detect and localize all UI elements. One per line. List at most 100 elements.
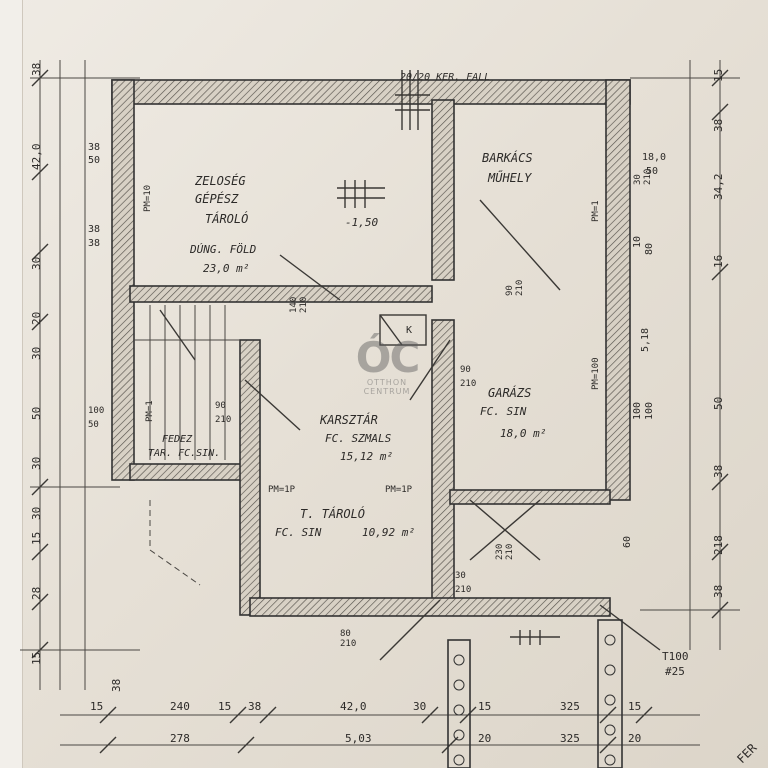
o8b: 50 (88, 420, 99, 430)
dim-ri-4: 5,18 (640, 328, 651, 352)
dim-b1-6: 30 (413, 700, 426, 713)
garage-south-wall (449, 489, 611, 505)
pm-1: PM=1P (268, 485, 296, 495)
dim-l-4: 30 (30, 347, 43, 360)
north-wall (111, 79, 631, 105)
dim-l-2: 30 (30, 257, 43, 270)
dim-r-0: 15 (712, 69, 725, 82)
watermark-mark: ÓC (355, 333, 421, 382)
door-swings (149, 199, 661, 661)
storage-area: 10,92 m² (362, 526, 415, 539)
level-mark: -1,50 (345, 216, 378, 229)
dim-ri-0: 18,0 (642, 152, 666, 163)
pillar-marks (337, 70, 560, 645)
workshop-name-1: BARKÁCS (482, 150, 533, 165)
dims-right: 15 38 34,2 16 50 38 218 38 18,0 50 10 80… (622, 69, 725, 598)
boiler-south-wall (129, 285, 433, 303)
dim-li-0: 38 (88, 142, 100, 153)
dim-l-0: 38 (30, 63, 43, 76)
dim-li-1: 50 (88, 155, 100, 166)
t100-label: T100 (662, 650, 689, 663)
east-wall (605, 79, 631, 501)
storage-floor: FC. SIN (275, 526, 322, 539)
dim-r-5: 38 (712, 465, 725, 478)
boiler-name-1: ZELOSÉG (194, 173, 246, 188)
garage-name: GARÁZS (488, 385, 531, 400)
dim-b1-3: 15 (218, 700, 231, 713)
dim-b2-0: 278 (170, 732, 190, 745)
fer-label: FER (734, 740, 760, 766)
door-k: K (406, 325, 412, 336)
dim-l-9: 28 (30, 587, 43, 600)
stair-south-wall (129, 463, 257, 481)
dim-r-1: 38 (712, 119, 725, 132)
boiler-floor: DÚNG. FÖLD (189, 243, 257, 256)
dim-b1-1: 38 (110, 679, 123, 692)
paper-edge (0, 0, 23, 768)
o9: 30 (633, 174, 643, 185)
mid-wall-upper (431, 99, 455, 281)
o6b: 210 (215, 415, 231, 425)
garage-area: 18,0 m² (500, 427, 546, 440)
stair (134, 305, 240, 460)
dim-b1-7: 15 (478, 700, 491, 713)
dim-ri-5: 100 (632, 402, 643, 420)
boiler-name-2: GÉPÉSZ (195, 191, 239, 206)
storage-name: T. TÁROLÓ (300, 506, 365, 521)
dim-l-6: 30 (30, 457, 43, 470)
corridor-area: 15,12 m² (340, 450, 393, 463)
watermark-line-2: CENTRUM (363, 387, 411, 396)
dim-l-3: 20 (30, 312, 43, 325)
dim-b1-8: 325 (560, 700, 580, 713)
south-wall (249, 597, 611, 617)
pm-workshop: PM=1 (591, 200, 601, 222)
pm-stair: PM=1 (145, 400, 155, 422)
o3: 90 (460, 365, 471, 375)
dims-bottom-1: 15 38 240 15 38 42,0 30 15 325 15 (90, 679, 641, 713)
o4: 230 (495, 544, 505, 560)
watermark-line-1: OTTHON (366, 378, 408, 387)
o7: 80 (340, 629, 351, 639)
dim-r-6: 218 (712, 535, 725, 555)
wall-label: 20/20 KER. FALL (400, 72, 490, 83)
storage-west-wall (239, 339, 261, 616)
dim-ri-7: 60 (622, 536, 633, 548)
pm-left: PM=10 (143, 185, 153, 212)
dim-ri-1: 50 (646, 166, 658, 177)
dim-l-5: 50 (30, 407, 43, 420)
plan-labels: 20/20 KER. FALL ZELOSÉG GÉPÉSZ TÁROLÓ DÚ… (143, 72, 760, 766)
o2: 90 (505, 285, 515, 296)
o8: 100 (88, 406, 104, 416)
corridor-name: KARSZTÁR (319, 412, 378, 427)
o9b: 210 (643, 169, 653, 185)
dim-li-3: 38 (88, 238, 100, 249)
dim-r-3: 16 (712, 255, 725, 268)
o3b: 210 (460, 379, 476, 389)
dim-b2-4: 20 (628, 732, 641, 745)
o1: 140 (289, 297, 299, 313)
boiler-name-3: TÁROLÓ (205, 211, 248, 226)
dim-b2-1: 5,03 (345, 732, 372, 745)
dim-li-2: 38 (88, 224, 100, 235)
dim-r-7: 38 (712, 585, 725, 598)
dim-b1-5: 42,0 (340, 700, 367, 713)
dim-r-4: 50 (712, 397, 725, 410)
workshop-name-2: MŰHELY (487, 170, 532, 185)
stair-storage-name-2: TAR. FC.SIN. (148, 448, 220, 459)
dim-l-1: 42,0 (30, 144, 43, 171)
gravel-strip (447, 619, 623, 768)
o5b: 210 (455, 585, 471, 595)
dim-l-7: 30 (30, 507, 43, 520)
dim-ri-2: 10 (632, 236, 643, 248)
dim-b2-2: 20 (478, 732, 491, 745)
dim-r-2: 34,2 (712, 174, 725, 201)
o1b: 210 (299, 297, 309, 313)
opening-dims: 140 210 90 210 90 210 230 210 30 210 90 … (88, 169, 653, 649)
dim-b1-9: 15 (628, 700, 641, 713)
dim-l-8: 15 (30, 532, 43, 545)
pm-garage: PM=100 (591, 357, 601, 390)
o4b: 210 (505, 544, 515, 560)
watermark-logo: ÓC OTTHON CENTRUM (342, 333, 432, 397)
